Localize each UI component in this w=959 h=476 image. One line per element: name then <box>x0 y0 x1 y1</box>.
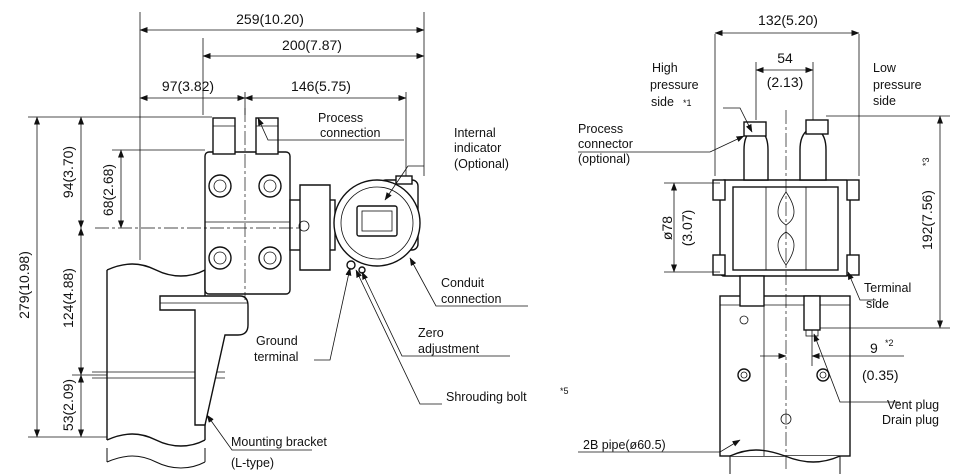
dim-overall-width: 259(10.20) <box>236 11 304 27</box>
label-terminal-side-2: side <box>866 297 889 311</box>
label-ground-terminal: Ground <box>256 334 298 348</box>
dim-offset-9-in: (0.35) <box>862 367 899 383</box>
transmitter-front <box>712 119 860 337</box>
label-drain-plug: Drain plug <box>882 413 939 427</box>
dim-height-124: 124(4.88) <box>60 268 76 328</box>
dimension-lines-horizontal <box>139 12 425 260</box>
right-leaders <box>578 107 900 453</box>
flange-bolt <box>208 174 282 270</box>
note-shrouding-bolt: *5 <box>560 386 569 396</box>
transmitter-body <box>204 117 336 295</box>
label-process-connector: Process <box>578 122 623 136</box>
note-height-192: *3 <box>921 157 931 166</box>
dim-width-97: 97(3.82) <box>162 78 214 94</box>
dim-height-53: 53(2.09) <box>60 379 76 431</box>
label-high-pressure-3: side <box>651 95 674 109</box>
dim-height-192: 192(7.56) <box>919 190 935 250</box>
mounting-pipe-right <box>719 295 851 474</box>
label-internal-indicator-2: indicator <box>454 141 501 155</box>
left-leaders <box>206 117 528 451</box>
label-mounting-bracket: Mounting bracket <box>231 435 327 449</box>
label-low-pressure: Low <box>873 61 897 75</box>
left-view: 259(10.20) 200(7.87) 97(3.82) 146(5.75) … <box>16 11 569 470</box>
label-mounting-bracket-2: (L-type) <box>231 456 274 470</box>
label-process-connection: Process <box>318 111 363 125</box>
dim-width-132: 132(5.20) <box>758 12 818 28</box>
dim-offset-9: 9 <box>870 340 878 356</box>
note-offset-9: *2 <box>885 338 894 348</box>
dimension-lines-vertical <box>28 116 212 438</box>
dim-dia-78-in: (3.07) <box>679 210 695 247</box>
label-process-connection-2: connection <box>320 126 381 140</box>
dim-dia-78: ø78 <box>659 216 675 240</box>
dim-height-68: 68(2.68) <box>100 164 116 216</box>
label-low-pressure-2: pressure <box>873 78 922 92</box>
note-high-pressure: *1 <box>683 98 692 108</box>
amplifier-housing <box>333 175 421 274</box>
dim-width-200: 200(7.87) <box>282 37 342 53</box>
dim-height-94: 94(3.70) <box>60 146 76 198</box>
label-terminal-side: Terminal <box>864 281 911 295</box>
indicator-window <box>356 205 398 237</box>
mounting-bracket <box>159 295 249 426</box>
label-low-pressure-3: side <box>873 94 896 108</box>
label-zero-adjustment: Zero <box>418 326 444 340</box>
label-internal-indicator-3: (Optional) <box>454 157 509 171</box>
label-high-pressure: High <box>652 61 678 75</box>
right-view: 132(5.20) 54 (2.13) 192(7.56) *3 ø78 (3.… <box>578 12 950 474</box>
label-zero-adjustment-2: adjustment <box>418 342 480 356</box>
dim-width-54-in: (2.13) <box>767 74 804 90</box>
label-vent-plug: Vent plug <box>887 398 939 412</box>
label-shrouding-bolt: Shrouding bolt <box>446 390 527 404</box>
dim-width-54: 54 <box>777 50 793 66</box>
label-internal-indicator: Internal <box>454 126 496 140</box>
dim-width-146: 146(5.75) <box>291 78 351 94</box>
label-process-connector-2: connector <box>578 137 633 151</box>
label-process-connector-3: (optional) <box>578 152 630 166</box>
dim-height-total: 279(10.98) <box>16 251 32 319</box>
right-dimension-lines <box>664 30 950 470</box>
label-conduit-connection: Conduit <box>441 276 485 290</box>
label-ground-terminal-2: terminal <box>254 350 298 364</box>
label-conduit-connection-2: connection <box>441 292 502 306</box>
label-pipe: 2B pipe(ø60.5) <box>583 438 666 452</box>
label-high-pressure-2: pressure <box>650 78 699 92</box>
